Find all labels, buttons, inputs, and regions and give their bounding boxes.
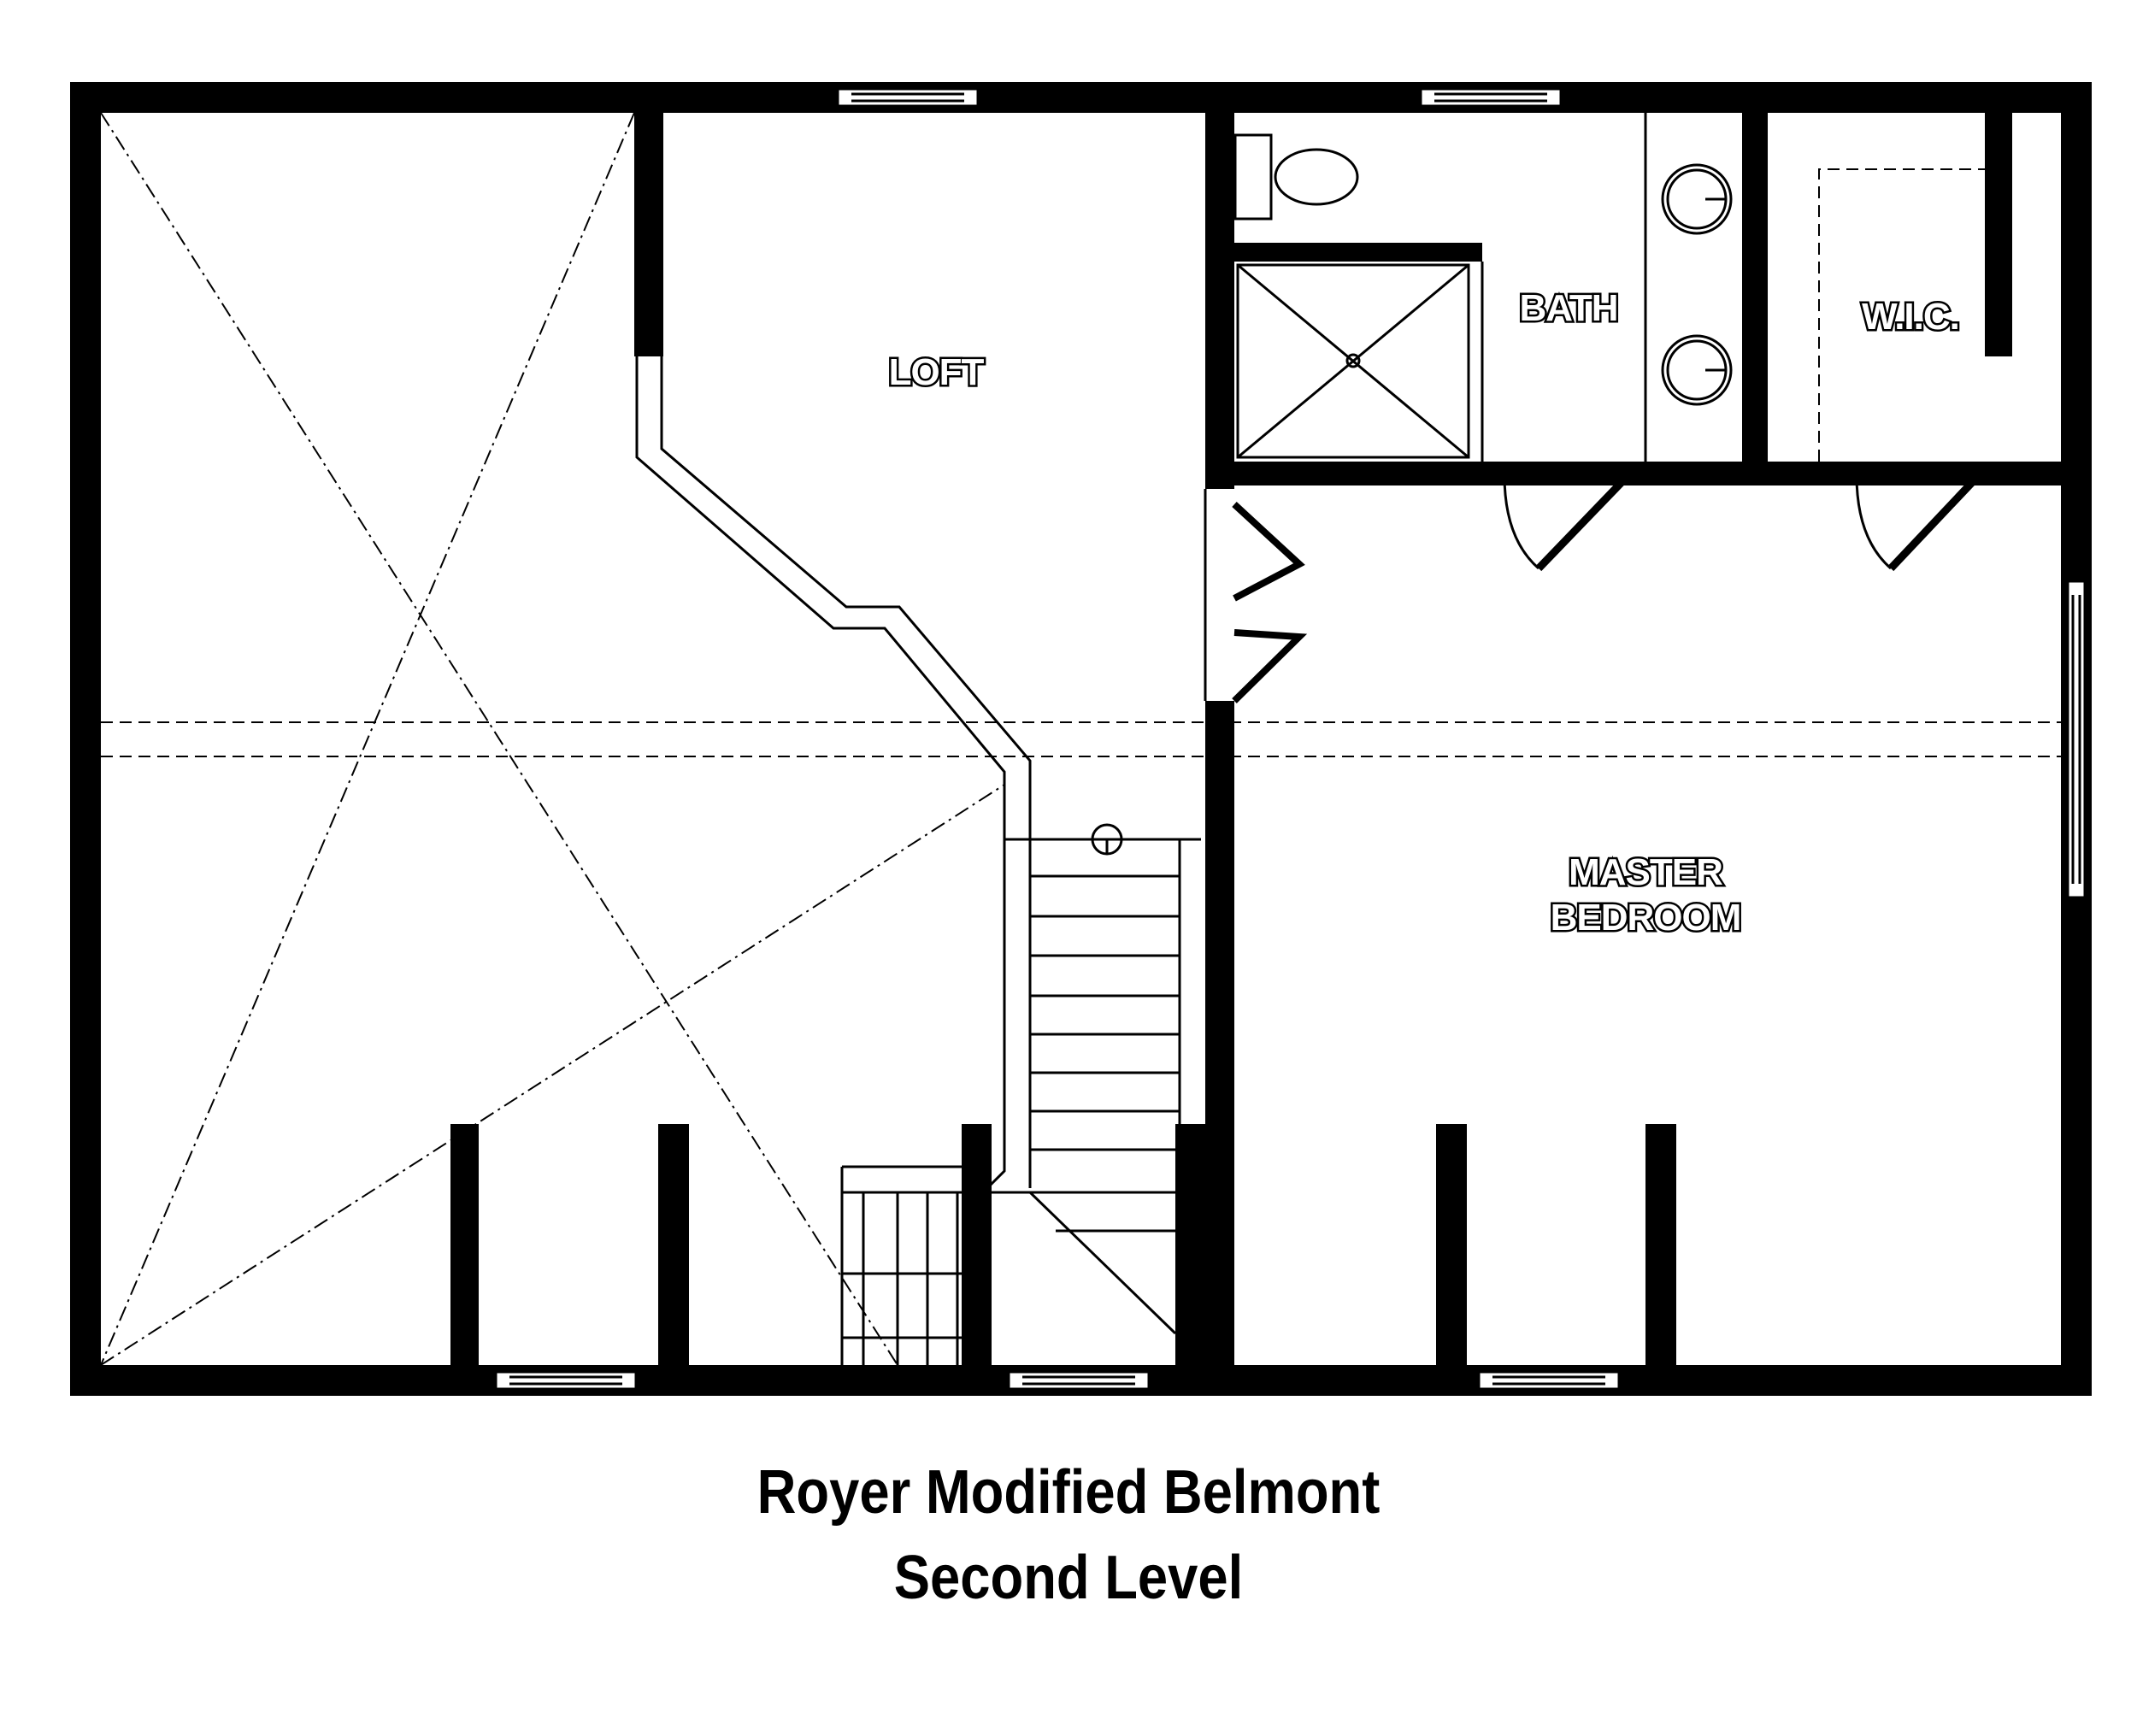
room-label-bath: BATH	[1520, 287, 1618, 329]
windows	[494, 87, 2087, 1391]
room-label-master-line2: BEDROOM	[1551, 897, 1741, 939]
partial-walls	[450, 1124, 1676, 1365]
room-label-wic: W.I.C.	[1862, 296, 1959, 338]
plan-subtitle: Second Level	[893, 1544, 1244, 1612]
room-label-loft: LOFT	[889, 351, 985, 393]
wic-shelf	[1818, 168, 1985, 462]
open-to-below	[100, 112, 1005, 1366]
exterior-walls	[70, 82, 2092, 1396]
interior-walls	[1175, 113, 2061, 1365]
plan-title: Royer Modified Belmont	[756, 1458, 1381, 1527]
doors	[1232, 472, 1982, 703]
bath-fixtures	[1233, 133, 1733, 462]
staircase	[840, 823, 1201, 1365]
ceiling-beam	[101, 721, 2061, 757]
room-label-master-line1: MASTER	[1569, 851, 1722, 893]
